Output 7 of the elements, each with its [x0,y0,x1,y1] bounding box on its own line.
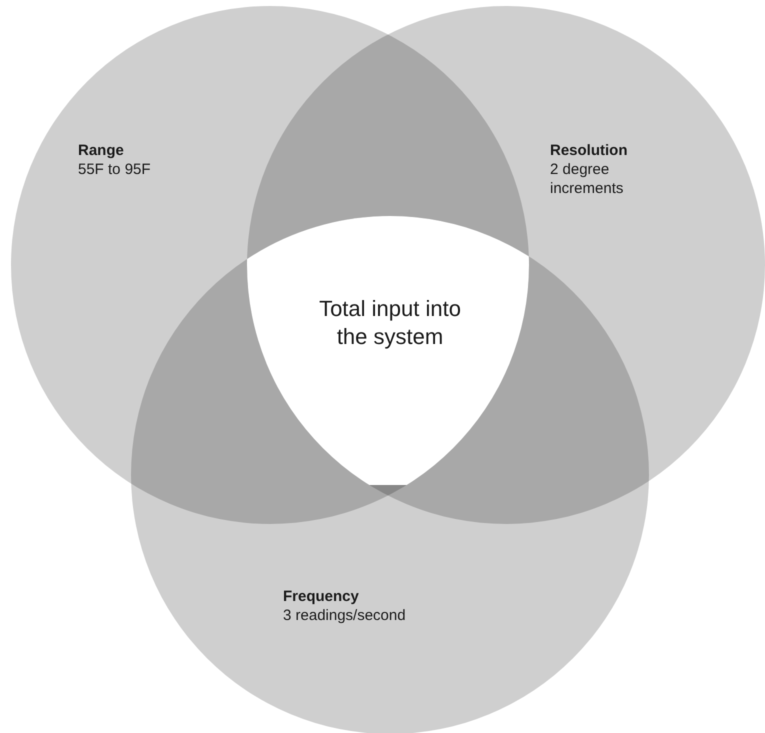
set-description: 3 readings/second [283,606,407,625]
set-description: 2 degree increments [550,160,624,198]
set-title: Frequency [283,587,360,606]
set-description: 55F to 95F [78,160,152,179]
intersection-label: Total input into the system [318,295,462,351]
set-title: Range [78,141,125,160]
set-title: Resolution [550,141,628,160]
